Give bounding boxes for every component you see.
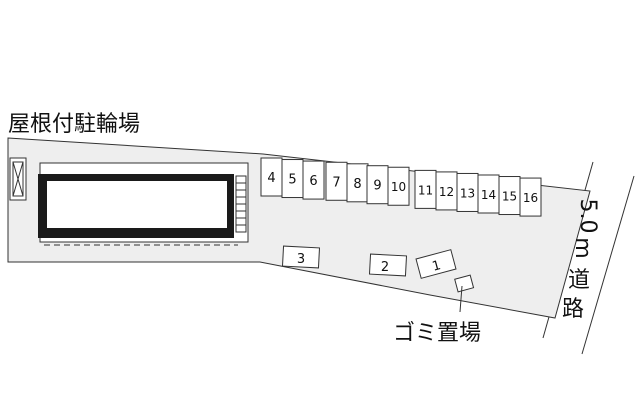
building	[38, 162, 249, 246]
road-char-2: 路	[562, 297, 584, 322]
parking-space-8-label: 8	[353, 177, 361, 192]
parking-space-2-label: 2	[381, 260, 389, 275]
road-edge-outer	[581, 175, 635, 355]
parking-space-15-label: 15	[502, 190, 517, 204]
parking-space-2: 2	[368, 253, 408, 277]
parking-space-1: 1	[415, 249, 457, 279]
parking-space-9-label: 9	[373, 179, 381, 194]
parking-space-7-label: 7	[332, 175, 340, 190]
parking-space-11-label: 11	[418, 183, 433, 197]
bicycle-parking-label: 屋根付駐輪場	[8, 112, 140, 137]
road-width-label: 5.0	[575, 199, 600, 234]
parking-space-1-label: 1	[431, 258, 443, 275]
parking-space-5-label: 5	[288, 173, 296, 188]
road-unit-label: m	[570, 237, 595, 258]
garbage-area-icon	[454, 274, 475, 313]
parking-space-4-label: 4	[267, 171, 275, 186]
parking-space-6-label: 6	[309, 174, 317, 189]
parking-space-3: 3	[281, 245, 321, 269]
parking-space-10-label: 10	[391, 180, 406, 194]
parking-space-3-label: 3	[297, 252, 305, 267]
parking-space-6	[302, 160, 325, 200]
parking-space-16-label: 16	[523, 191, 538, 205]
parking-space-12-label: 12	[439, 185, 454, 199]
parking-space-10	[387, 166, 410, 206]
parking-space-16	[519, 177, 542, 217]
bicycle-parking-icon	[9, 157, 27, 201]
parking-space-14-label: 14	[481, 188, 496, 202]
parking-space-13-label: 13	[460, 186, 475, 200]
road-char-1: 道	[568, 268, 590, 293]
stairs	[235, 175, 247, 233]
garbage-area-label: ゴミ置場	[393, 321, 481, 346]
